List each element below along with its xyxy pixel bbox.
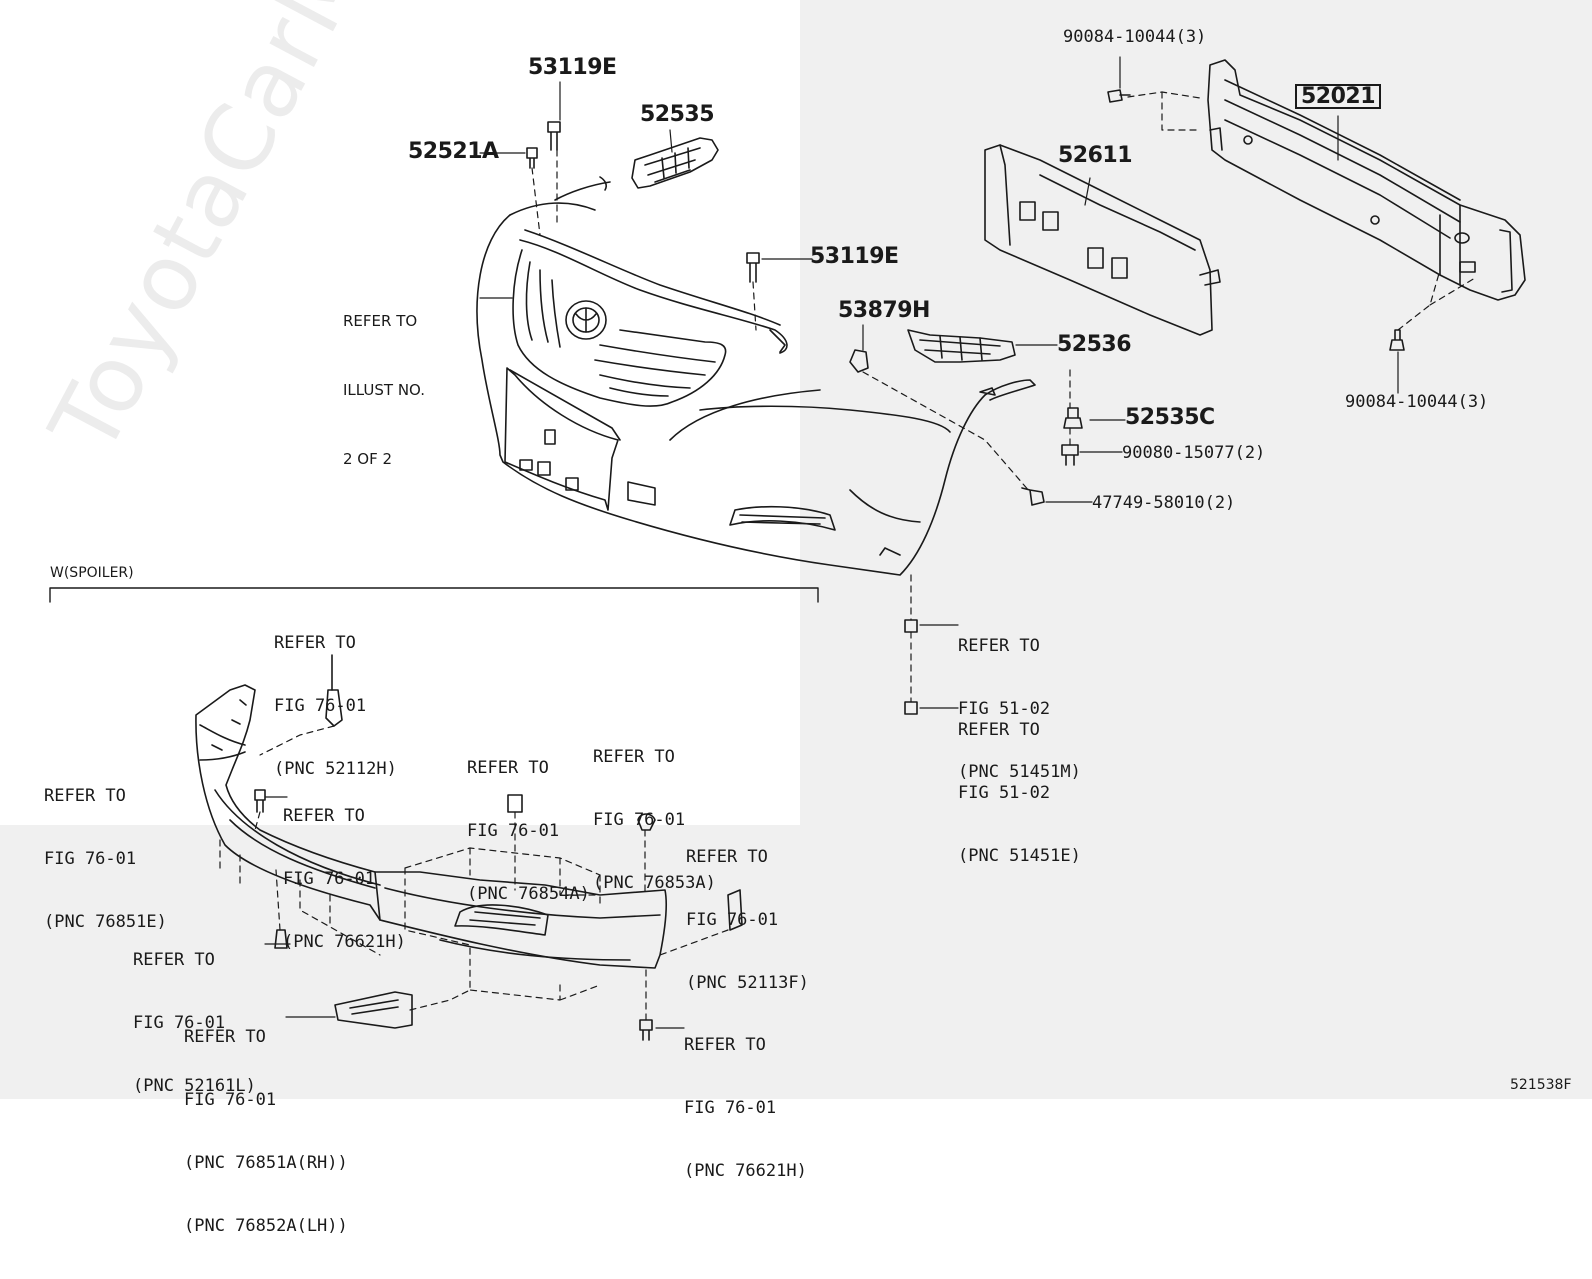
part-number-90080-15077[interactable]: 90080-15077(2) — [1122, 443, 1266, 463]
ref-52112h[interactable]: REFER TO FIG 76-01 (PNC 52112H) — [274, 633, 397, 779]
fasteners-drawing — [254, 89, 1405, 1041]
retainer-52535-drawing — [631, 137, 719, 189]
part-number-90084-10044-bottom[interactable]: 90084-10044(3) — [1345, 392, 1489, 412]
absorber-52611-drawing — [984, 144, 1221, 336]
background-panel-main — [0, 0, 800, 825]
ref-51451m[interactable]: REFER TO FIG 51-02 (PNC 51451M) — [958, 636, 1081, 782]
part-number-52521a[interactable]: 52521A — [408, 139, 499, 164]
ref-76854a[interactable]: REFER TO FIG 76-01 (PNC 76854A) — [467, 758, 590, 904]
retainer-52536-drawing — [907, 329, 1016, 363]
part-number-53119e-top[interactable]: 53119E — [528, 55, 617, 80]
part-number-52536[interactable]: 52536 — [1057, 332, 1132, 357]
bumper-cover-drawing — [476, 176, 1036, 576]
spoiler-drawing — [195, 654, 743, 1029]
diagram-id: 521538F — [1510, 1077, 1572, 1093]
ref-52113f[interactable]: REFER TO FIG 76-01 (PNC 52113F) — [686, 847, 809, 993]
ref-76853a[interactable]: REFER TO FIG 76-01 (PNC 76853A) — [593, 747, 716, 893]
assembly-dashed-lines — [219, 91, 1476, 1021]
ref-76621h-bottom[interactable]: REFER TO FIG 76-01 (PNC 76621H) — [684, 1035, 807, 1181]
part-number-52535[interactable]: 52535 — [640, 102, 715, 127]
spoiler-group-bracket — [49, 587, 819, 603]
part-number-47749-58010[interactable]: 47749-58010(2) — [1092, 493, 1236, 513]
part-number-53879h[interactable]: 53879H — [838, 298, 930, 323]
diagram-linework — [49, 56, 1526, 1041]
refer-illust-note[interactable]: REFER TO ILLUST NO. 2 OF 2 — [343, 312, 426, 468]
leader-lines — [264, 56, 1399, 1029]
ref-76621h-top[interactable]: REFER TO FIG 76-01 (PNC 76621H) — [283, 806, 406, 952]
part-number-53119e-mid[interactable]: 53119E — [810, 244, 899, 269]
part-number-52535c[interactable]: 52535C — [1125, 405, 1215, 430]
spoiler-group-label: W(SPOILER) — [50, 565, 134, 581]
background-panel-right — [800, 0, 1592, 1099]
ref-51451e[interactable]: REFER TO FIG 51-02 (PNC 51451E) — [958, 720, 1081, 866]
part-number-52611[interactable]: 52611 — [1058, 143, 1133, 168]
part-number-90084-10044-top[interactable]: 90084-10044(3) — [1063, 27, 1207, 47]
ref-76851a-76852a[interactable]: REFER TO FIG 76-01 (PNC 76851A(RH)) (PNC… — [184, 1027, 348, 1236]
parts-diagram: ToyotaCarMine.ru — [0, 0, 1592, 1236]
ref-52161l[interactable]: REFER TO FIG 76-01 (PNC 52161L) — [133, 950, 256, 1096]
background-panel-bottom — [0, 825, 800, 1099]
part-number-52021[interactable]: 52021 — [1295, 84, 1382, 109]
reinforcement-52021-drawing — [1207, 59, 1526, 301]
ref-76851e[interactable]: REFER TO FIG 76-01 (PNC 76851E) — [44, 786, 167, 932]
